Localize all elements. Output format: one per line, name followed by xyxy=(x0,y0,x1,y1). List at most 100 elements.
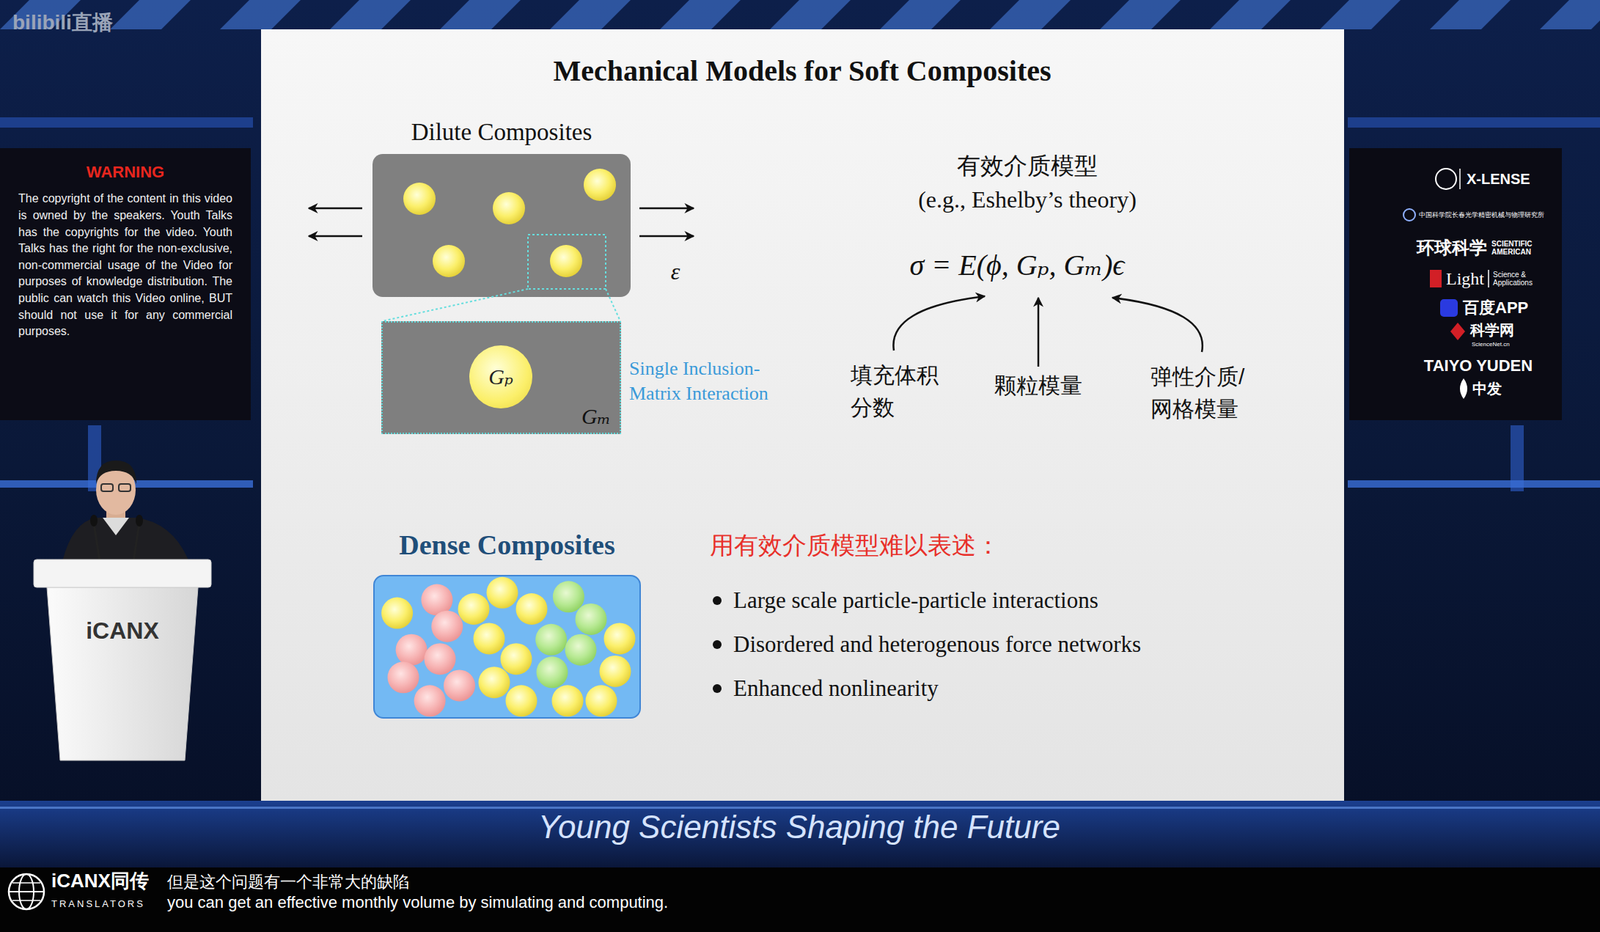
node-body-text: The copyright of the content in this vid… xyxy=(18,190,233,340)
zoom-line xyxy=(605,288,621,322)
slide-panel xyxy=(261,29,1345,801)
globe-parallel xyxy=(8,890,44,893)
strain-arrow xyxy=(639,235,694,238)
particle xyxy=(549,244,583,278)
logo-emblem xyxy=(1450,322,1466,341)
dense-composite-box: Dense Composites xyxy=(373,574,641,719)
zoom-frame xyxy=(527,234,606,289)
sponsor-logo: Light xyxy=(1446,268,1485,290)
particle xyxy=(552,684,584,717)
translator-logo: iCANX同传 xyxy=(51,869,149,893)
particle xyxy=(424,643,457,675)
sponsor-logo: SCIENTIFIC AMERICAN xyxy=(1491,239,1552,256)
bullet-dot xyxy=(712,596,722,605)
node-text: Dense Composites xyxy=(398,529,615,562)
stage-light xyxy=(989,0,1071,30)
podium-body xyxy=(46,587,198,761)
warning-panel: WARNINGThe copyright of the content in t… xyxy=(0,148,251,421)
equation-term-label: 弹性介质/网格模量 xyxy=(1150,360,1262,425)
dense-heading-note: 用有效介质模型难以表述： xyxy=(709,530,1001,561)
stage-light xyxy=(1209,0,1291,30)
particle xyxy=(443,669,476,702)
microphone xyxy=(133,523,140,561)
podium-top xyxy=(33,559,212,588)
bullet-dot xyxy=(712,684,722,693)
floor-line xyxy=(0,806,1600,809)
bullet-text: Disordered and heterogenous force networ… xyxy=(733,630,1141,658)
sponsor-logo: 中国科学院长春光学精密机械与物理研究所 xyxy=(1418,211,1545,220)
particle xyxy=(599,655,632,688)
logo-emblem xyxy=(1403,208,1416,221)
presenter-collar xyxy=(102,517,130,536)
equation-term-label: 颗粒模量 xyxy=(994,372,1083,399)
equation-term-label: 填充体积分数 xyxy=(850,359,946,424)
strain-arrow xyxy=(639,207,694,210)
model-heading: 有效介质模型 xyxy=(956,151,1098,180)
model-example: (e.g., Eshelby’s theory) xyxy=(918,185,1137,214)
microphone xyxy=(93,523,100,561)
node-text: Dilute Composites xyxy=(411,118,593,147)
sponsor-logo: 环球科学 xyxy=(1416,237,1488,259)
strain-symbol: ε xyxy=(670,257,681,286)
subtitle: 但是这个问题有一个非常大的缺陷 xyxy=(167,872,410,892)
stage-light xyxy=(109,0,191,30)
logo-divider xyxy=(1487,269,1490,288)
stage-light xyxy=(329,0,411,30)
subtitle: you can get an effective monthly volume … xyxy=(167,893,669,913)
bullet-text: Enhanced nonlinearity xyxy=(733,674,939,702)
particle xyxy=(535,624,567,656)
pointer-arrow xyxy=(1037,297,1040,367)
translator-logo: TRANSLATORS xyxy=(51,898,146,910)
stage-light xyxy=(769,0,851,30)
stage-light xyxy=(1099,0,1181,30)
sponsor-logo: Science & Applications xyxy=(1492,270,1552,287)
sponsor-logo: 中发 xyxy=(1472,379,1502,398)
presenter-glasses xyxy=(118,483,131,492)
pointer-arrow xyxy=(1112,297,1203,352)
inclusion-particle: Gₚ xyxy=(469,345,533,409)
watermark: bilibili直播 xyxy=(12,10,113,36)
sponsor-logo: 科学网 xyxy=(1470,321,1515,339)
logo-panel xyxy=(1349,148,1562,421)
particle xyxy=(403,182,436,215)
slide-title: Mechanical Models for Soft Composites xyxy=(552,53,1051,89)
stage-light xyxy=(659,0,741,30)
particle xyxy=(516,593,548,625)
particle xyxy=(585,684,618,717)
particle xyxy=(505,684,538,717)
presenter-hair xyxy=(96,460,137,484)
globe-icon xyxy=(8,874,44,910)
particle xyxy=(500,643,533,675)
particle xyxy=(478,666,511,699)
logo-emblem xyxy=(1435,168,1457,190)
logo-emblem xyxy=(1429,269,1442,288)
particle xyxy=(604,622,636,655)
microphone-head xyxy=(135,514,143,527)
microphone-head xyxy=(90,514,98,527)
side-frame xyxy=(0,117,253,128)
particle xyxy=(575,603,608,636)
particle xyxy=(492,192,526,225)
logo-divider xyxy=(1459,168,1461,190)
logo-emblem xyxy=(1440,299,1458,317)
side-frame xyxy=(1347,117,1600,128)
node-text: Gₚ xyxy=(488,363,514,391)
dilute-illustration xyxy=(372,153,631,297)
stage-light xyxy=(1319,0,1401,30)
sponsor-logo: X-LENSE xyxy=(1466,170,1531,188)
dilute-composite-box: Dilute Composites xyxy=(372,153,631,297)
stage-light xyxy=(1429,0,1511,30)
side-frame xyxy=(1347,480,1600,488)
sponsor-logo: 百度APP xyxy=(1462,298,1529,318)
subtitle-bar xyxy=(0,867,1600,932)
particle xyxy=(583,168,616,201)
particle xyxy=(414,684,446,717)
particle xyxy=(431,610,463,643)
stage-light xyxy=(1539,0,1600,30)
particle xyxy=(473,622,506,655)
particle xyxy=(395,634,428,666)
podium-shape xyxy=(33,559,212,761)
